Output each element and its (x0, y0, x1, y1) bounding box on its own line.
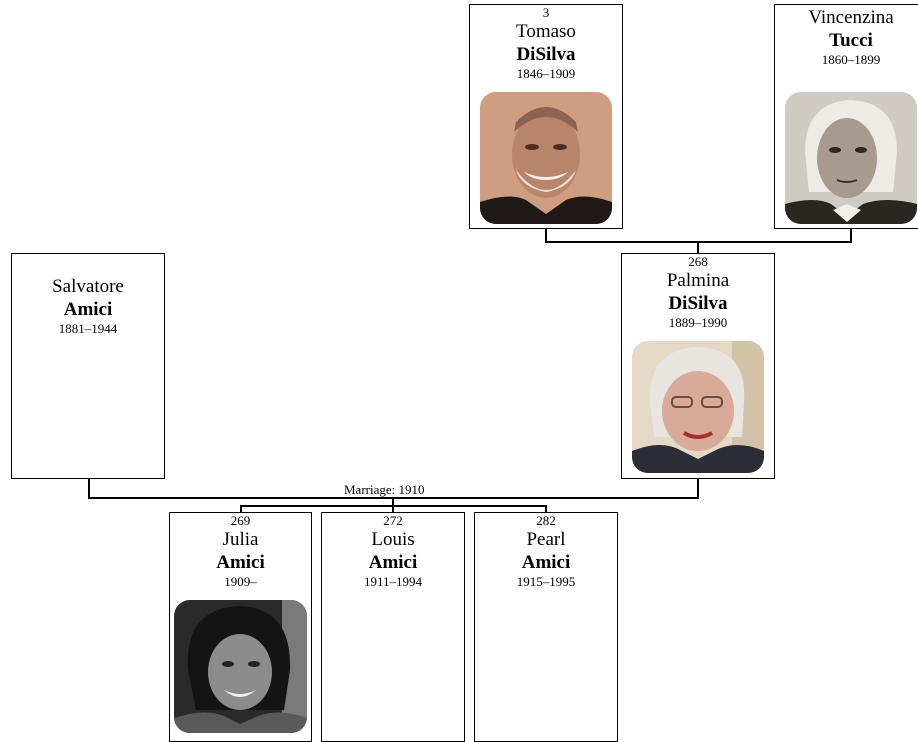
first-name: Vincenzina (808, 7, 894, 28)
connector-children-horizontal (240, 505, 547, 507)
connector-pearl (545, 505, 547, 514)
person-id: 269 (230, 513, 251, 528)
first-name: Tomaso (516, 21, 576, 42)
life-dates: 1860–1899 (821, 52, 881, 67)
person-id: 3 (542, 5, 550, 20)
connector-salvatore-down (88, 478, 90, 498)
connector-tomaso-down (545, 228, 547, 242)
connector-vincenzina-down (850, 228, 852, 242)
first-name: Louis (371, 529, 415, 550)
last-name: Amici (368, 552, 418, 573)
connector-julia (240, 505, 242, 514)
marriage-label: Marriage: 1910 (342, 482, 427, 497)
person-id: 268 (688, 254, 708, 269)
connector-palmina-down (697, 478, 699, 498)
person-id (12, 255, 164, 269)
first-name: Julia (222, 529, 259, 550)
connector-to-palmina (697, 241, 699, 255)
person-card-palmina[interactable]: 268 Palmina DiSilva 1889–1990 (621, 253, 775, 479)
last-name: Amici (521, 552, 571, 573)
person-card-louis[interactable]: 272 Louis Amici 1911–1994 (321, 512, 465, 742)
connector-marriage-horizontal (88, 497, 699, 499)
life-dates: 1889–1990 (668, 315, 728, 330)
person-card-tomaso[interactable]: 3 Tomaso DiSilva 1846–1909 (469, 4, 623, 229)
portrait-photo (480, 92, 612, 224)
first-name: Salvatore (52, 276, 124, 297)
life-dates: 1909– (224, 574, 257, 589)
person-card-vincenzina[interactable]: Vincenzina Tucci 1860–1899 (774, 4, 918, 229)
portrait-photo (785, 92, 917, 224)
person-card-julia[interactable]: 269 Julia Amici 1909– (169, 512, 312, 742)
connector-louis (392, 505, 394, 514)
life-dates: 1846–1909 (516, 66, 576, 81)
life-dates: 1911–1994 (363, 574, 423, 589)
last-name: Amici (216, 552, 265, 573)
life-dates: 1915–1995 (516, 574, 576, 589)
last-name: Amici (63, 299, 113, 320)
connector-marriage-down (392, 497, 394, 506)
portrait-photo (174, 600, 307, 733)
first-name: Palmina (666, 270, 730, 291)
life-dates: 1881–1944 (58, 321, 118, 336)
portrait-photo (632, 341, 764, 473)
person-card-pearl[interactable]: 282 Pearl Amici 1915–1995 (474, 512, 618, 742)
connector-parents-horizontal (545, 241, 852, 243)
person-id: 282 (536, 513, 556, 528)
person-id: 272 (383, 513, 403, 528)
last-name: DiSilva (516, 44, 576, 65)
person-card-salvatore[interactable]: Salvatore Amici 1881–1944 (11, 253, 165, 479)
last-name: DiSilva (668, 293, 728, 314)
last-name: Tucci (829, 30, 873, 51)
first-name: Pearl (526, 529, 566, 550)
